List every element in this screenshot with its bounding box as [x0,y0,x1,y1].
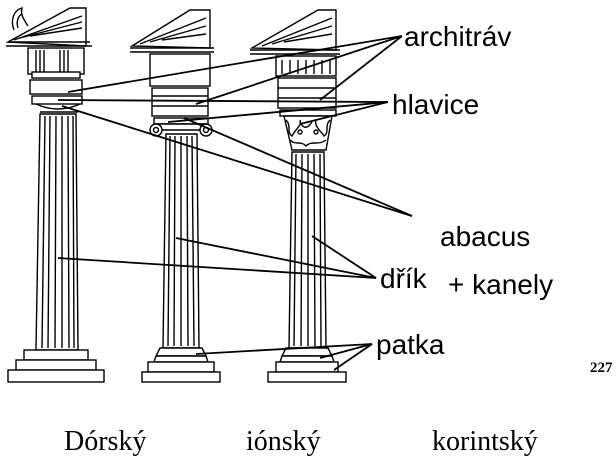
corinthian-column [249,9,347,383]
doric-frieze [27,47,85,79]
doric-architrave [29,79,83,95]
ionic-base [141,347,221,383]
corinthian-frieze [275,55,337,77]
leader-lines [57,35,413,371]
corinthian-capital [279,109,337,151]
order-corinthian-label: korintský [432,426,538,457]
doric-column [5,7,105,383]
doric-shaft [35,113,79,351]
doric-pediment [5,7,92,47]
corinthian-base [267,347,347,383]
ionic-column [129,9,221,383]
label-abacus: abacus [440,221,530,252]
ionic-shaft [162,133,200,349]
corinthian-architrave [277,77,337,109]
doric-base [7,349,105,383]
order-doric-label: Dórský [64,426,146,457]
ionic-pediment [129,9,214,53]
label-capital: hlavice [392,89,479,120]
label-architrave: architráv [404,21,511,52]
order-ionic-label: iónský [246,426,321,457]
label-fluting: + kanely [448,269,553,300]
label-shaft: dřík [380,263,428,294]
page-number: 227 [590,360,613,376]
ionic-architrave [151,87,209,117]
corinthian-pediment [249,9,340,55]
corinthian-shaft [288,151,327,349]
label-base: patka [376,329,445,360]
